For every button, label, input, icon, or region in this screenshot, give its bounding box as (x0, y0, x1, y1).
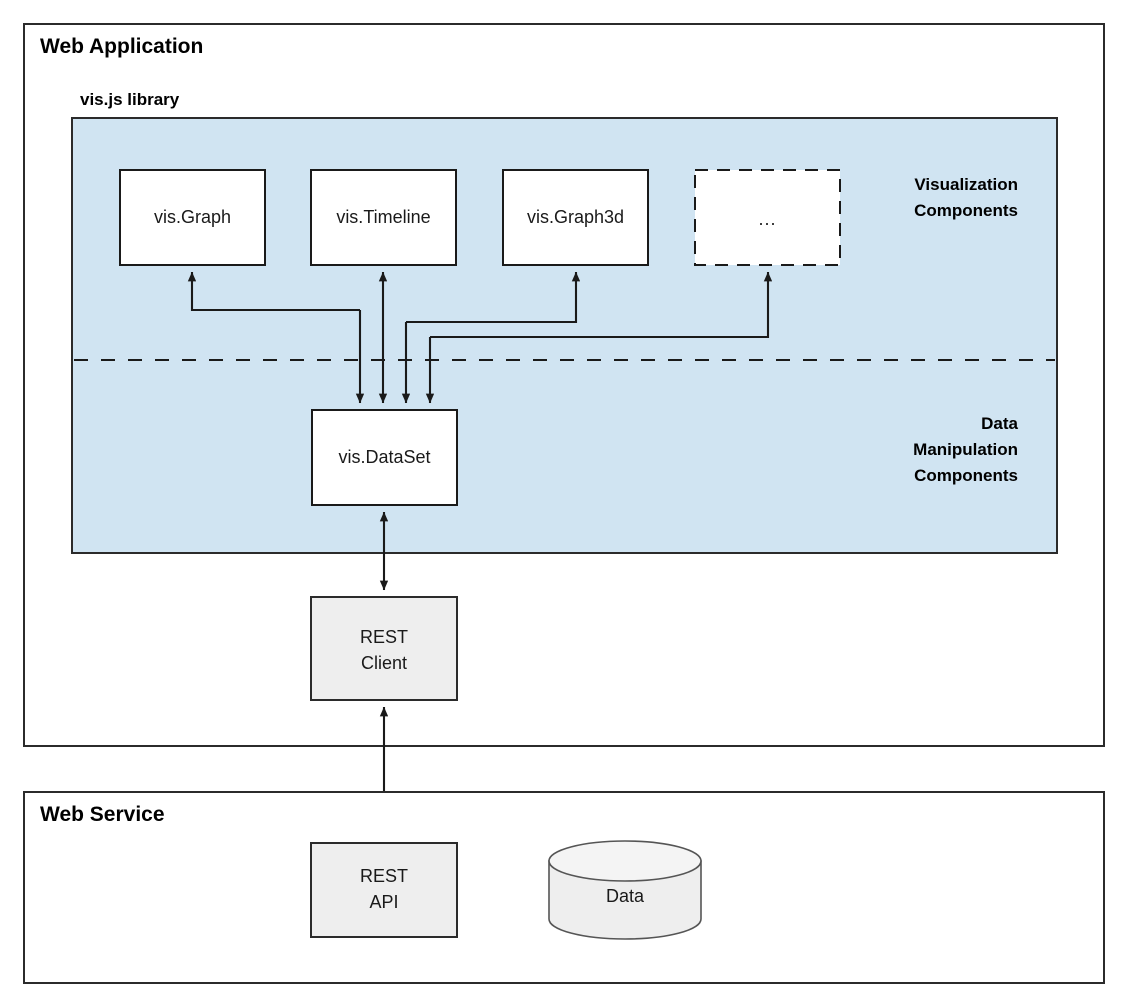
more-components-box[interactable] (694, 169, 841, 266)
rest-client-box[interactable] (310, 596, 458, 701)
rest-api-box[interactable] (310, 842, 458, 938)
connector-dataset-visgraph-upper (187, 271, 360, 312)
visjs-library-title: vis.js library (80, 90, 180, 109)
connector-dataset-visgraph3d-upper (406, 271, 581, 324)
vis-graph3d-box[interactable] (502, 169, 649, 266)
visualization-layer-label: Visualization Components (914, 175, 1018, 220)
datastore-cylinder-body[interactable] (548, 860, 702, 940)
datastore-cylinder-top (548, 840, 702, 882)
visualization-components-group: vis.Graph vis.Timeline vis.Graph3d ... (119, 169, 841, 266)
component-box-vis-timeline[interactable]: vis.Timeline (310, 169, 457, 266)
vis-timeline-label: vis.Timeline (336, 207, 430, 227)
data-manipulation-label-line1: Data (981, 414, 1018, 433)
vis-dataset-box[interactable] (311, 409, 458, 506)
component-box-rest-client[interactable]: REST Client (310, 596, 458, 701)
datastore-label: Data (606, 886, 645, 906)
component-box-vis-graph3d[interactable]: vis.Graph3d (502, 169, 649, 266)
data-manipulation-label-line2: Manipulation (913, 440, 1018, 459)
vis-dataset-label: vis.DataSet (338, 447, 430, 467)
rest-api-label-line2: API (369, 892, 398, 912)
connector-dataset-ellipsis-upper (430, 271, 773, 339)
data-manipulation-label-line3: Components (914, 466, 1018, 485)
component-box-vis-graph[interactable]: vis.Graph (119, 169, 266, 266)
data-manipulation-layer-label: Data Manipulation Components (913, 414, 1018, 485)
rest-client-label-line1: REST (360, 627, 408, 647)
vis-timeline-box[interactable] (310, 169, 457, 266)
component-box-rest-api[interactable]: REST API (310, 842, 458, 938)
vis-graph-label: vis.Graph (154, 207, 231, 227)
more-components-label: ... (758, 209, 776, 229)
component-box-more[interactable]: ... (694, 169, 841, 266)
visualization-label-line2: Components (914, 201, 1018, 220)
vis-graph-box[interactable] (119, 169, 266, 266)
rest-api-label-line1: REST (360, 866, 408, 886)
web-service-title: Web Service (40, 803, 165, 826)
vis-graph3d-label: vis.Graph3d (527, 207, 624, 227)
datastore-cylinder[interactable]: Data (548, 840, 702, 940)
rest-client-label-line2: Client (361, 653, 407, 673)
web-application-title: Web Application (40, 35, 203, 58)
visualization-label-line1: Visualization (914, 175, 1018, 194)
component-box-vis-dataset[interactable]: vis.DataSet (311, 409, 458, 506)
